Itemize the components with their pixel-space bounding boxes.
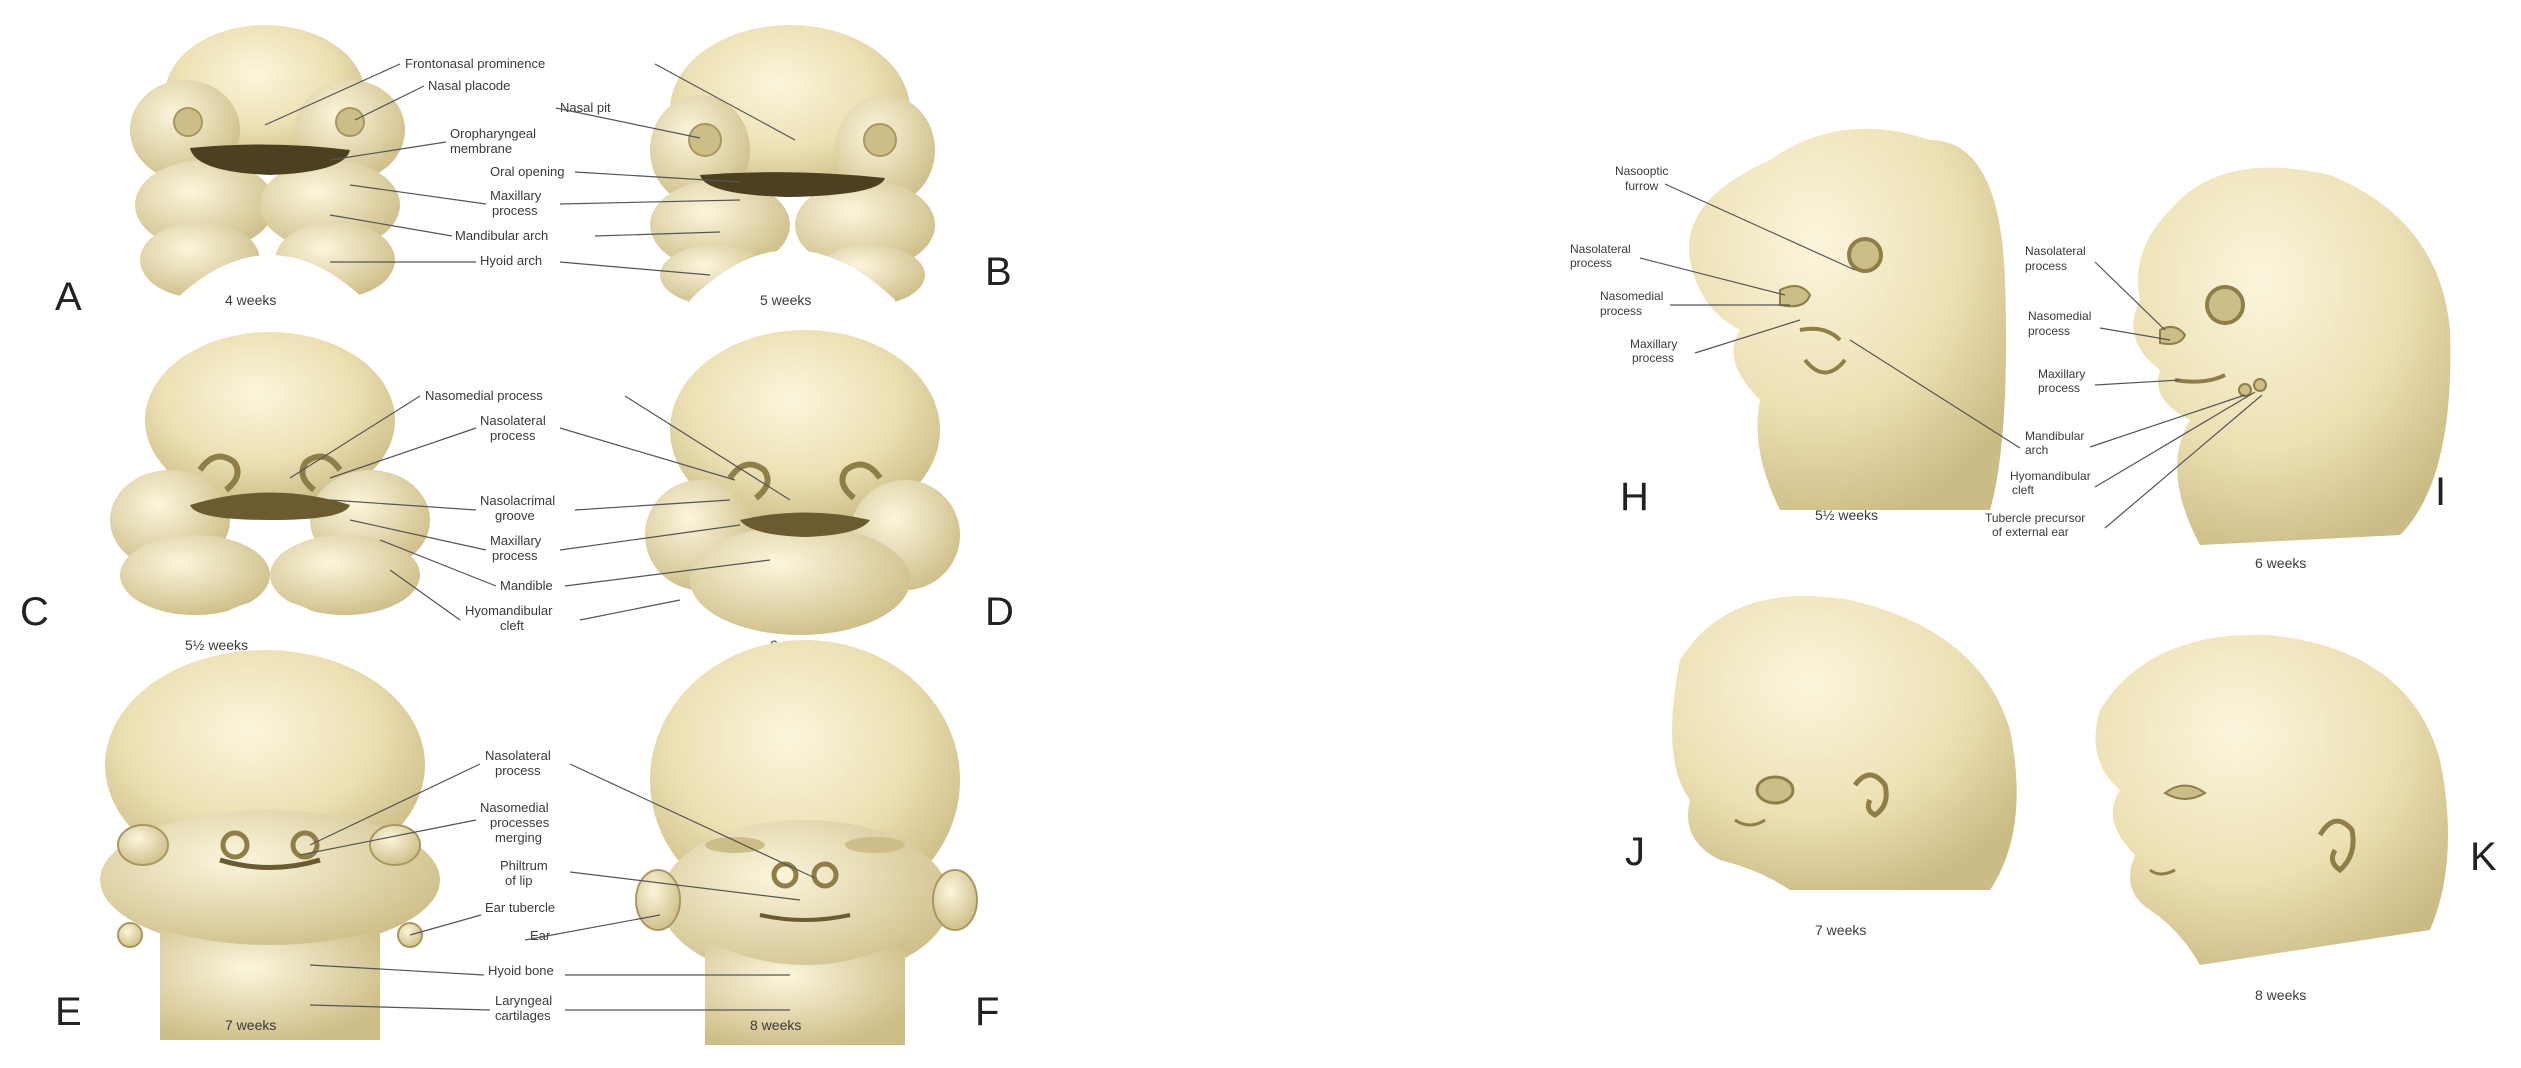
label-maxillary-1: Maxillary bbox=[490, 188, 542, 203]
label-hyomandibular-2-hi: cleft bbox=[2012, 483, 2035, 497]
label-nasomedial-3-ef: merging bbox=[495, 830, 542, 845]
label-i-nasolateral-2: process bbox=[2025, 259, 2067, 273]
label-nasal-pit: Nasal pit bbox=[560, 100, 611, 115]
label-laryngeal-1: Laryngeal bbox=[495, 993, 552, 1008]
label-nasooptic-2: furrow bbox=[1625, 179, 1659, 193]
panel-d-embryo-6-weeks bbox=[645, 330, 960, 635]
panel-f-embryo-8-weeks bbox=[635, 640, 978, 1045]
label-nasomedial-2-ef: processes bbox=[490, 815, 550, 830]
label-h-maxillary-1: Maxillary bbox=[1630, 337, 1677, 351]
label-h-nasomedial-1: Nasomedial bbox=[1600, 289, 1663, 303]
label-tubercle-1: Tubercle precursor bbox=[1985, 511, 2085, 525]
label-i-maxillary-1: Maxillary bbox=[2038, 367, 2085, 381]
panel-b-letter: B bbox=[985, 250, 1012, 294]
panel-i-letter: I bbox=[2435, 470, 2446, 514]
panel-j-letter: J bbox=[1625, 830, 1645, 874]
label-hyoid-bone: Hyoid bone bbox=[488, 963, 554, 978]
label-ear: Ear bbox=[530, 928, 551, 943]
label-i-nasolateral-1: Nasolateral bbox=[2025, 244, 2086, 258]
panel-k-letter: K bbox=[2470, 835, 2497, 879]
panel-c-embryo-5-5-weeks bbox=[110, 332, 430, 650]
panel-b-embryo-5-weeks bbox=[650, 25, 935, 310]
label-hyomandibular-2: cleft bbox=[500, 618, 524, 633]
labels-ef: Nasolateral process Nasomedial processes… bbox=[299, 748, 816, 1023]
label-h-nasomedial-2: process bbox=[1600, 304, 1642, 318]
panel-a-embryo-4-weeks bbox=[130, 25, 405, 310]
label-philtrum-1: Philtrum bbox=[500, 858, 548, 873]
panel-f-age: 8 weeks bbox=[750, 1017, 801, 1033]
label-nasolateral-1: Nasolateral bbox=[480, 413, 546, 428]
panel-h-embryo-lateral-5-5-weeks bbox=[1689, 128, 2006, 510]
label-maxillary-2: process bbox=[492, 203, 538, 218]
label-hyomandibular-1: Hyomandibular bbox=[465, 603, 553, 618]
label-mandibular-2-hi: arch bbox=[2025, 443, 2048, 457]
panel-j-embryo-lateral-7-weeks bbox=[1672, 596, 2017, 890]
label-nasolacrimal-2: groove bbox=[495, 508, 535, 523]
panel-d-letter: D bbox=[985, 590, 1014, 634]
label-i-nasomedial-1: Nasomedial bbox=[2028, 309, 2091, 323]
label-ef-nasolateral-1: Nasolateral bbox=[485, 748, 551, 763]
label-i-maxillary-2: process bbox=[2038, 381, 2080, 395]
label-nasolateral-2: process bbox=[490, 428, 536, 443]
labels-hi: Nasooptic furrow Nasolateral process Nas… bbox=[1570, 164, 2263, 539]
label-hyomandibular-1-hi: Hyomandibular bbox=[2010, 469, 2091, 483]
panel-h-letter: H bbox=[1620, 475, 1649, 519]
label-mandibular-1-hi: Mandibular bbox=[2025, 429, 2084, 443]
label-hyoid-arch: Hyoid arch bbox=[480, 253, 542, 268]
panel-c-letter: C bbox=[20, 590, 49, 634]
label-nasal-placode: Nasal placode bbox=[428, 78, 510, 93]
label-maxillary-2-cd: process bbox=[492, 548, 538, 563]
panel-h-age: 5½ weeks bbox=[1815, 507, 1878, 523]
panel-a-age: 4 weeks bbox=[225, 292, 276, 308]
panel-f-letter: F bbox=[975, 990, 999, 1034]
panel-b-age: 5 weeks bbox=[760, 292, 811, 308]
panel-i-age: 6 weeks bbox=[2255, 555, 2306, 571]
label-nasolacrimal-1: Nasolacrimal bbox=[480, 493, 555, 508]
label-h-nasolateral-1: Nasolateral bbox=[1570, 242, 1631, 256]
label-h-nasolateral-2: process bbox=[1570, 256, 1612, 270]
labels-ab: Frontonasal prominence Nasal placode Nas… bbox=[264, 56, 796, 276]
panel-k-age: 8 weeks bbox=[2255, 987, 2306, 1003]
label-laryngeal-2: cartilages bbox=[495, 1008, 551, 1023]
label-ef-nasolateral-2: process bbox=[495, 763, 541, 778]
label-nasomedial-1-ef: Nasomedial bbox=[480, 800, 549, 815]
panel-a-letter: A bbox=[55, 275, 82, 319]
label-nasooptic-1: Nasooptic bbox=[1615, 164, 1668, 178]
panel-i-embryo-lateral-6-weeks bbox=[2133, 167, 2451, 545]
label-h-maxillary-2: process bbox=[1632, 351, 1674, 365]
label-mandible: Mandible bbox=[500, 578, 553, 593]
label-tubercle-2: of external ear bbox=[1992, 525, 2069, 539]
label-oral-opening: Oral opening bbox=[490, 164, 564, 179]
panel-j-age: 7 weeks bbox=[1815, 922, 1866, 938]
label-nasomedial-process: Nasomedial process bbox=[425, 388, 543, 403]
panel-e-letter: E bbox=[55, 990, 82, 1034]
labels-cd: Nasomedial process Nasolateral process N… bbox=[289, 388, 791, 633]
panel-e-embryo-7-weeks bbox=[100, 650, 440, 1040]
panel-c-age: 5½ weeks bbox=[185, 637, 248, 653]
label-mandibular-arch: Mandibular arch bbox=[455, 228, 548, 243]
label-i-nasomedial-2: process bbox=[2028, 324, 2070, 338]
panel-e-age: 7 weeks bbox=[225, 1017, 276, 1033]
panel-k-embryo-lateral-8-weeks bbox=[2095, 634, 2448, 965]
label-frontonasal-prominence: Frontonasal prominence bbox=[405, 56, 545, 71]
label-oropharyngeal-2: membrane bbox=[450, 141, 512, 156]
label-oropharyngeal-1: Oropharyngeal bbox=[450, 126, 536, 141]
label-ear-tubercle: Ear tubercle bbox=[485, 900, 555, 915]
label-maxillary-1-cd: Maxillary bbox=[490, 533, 542, 548]
label-philtrum-2: of lip bbox=[505, 873, 532, 888]
